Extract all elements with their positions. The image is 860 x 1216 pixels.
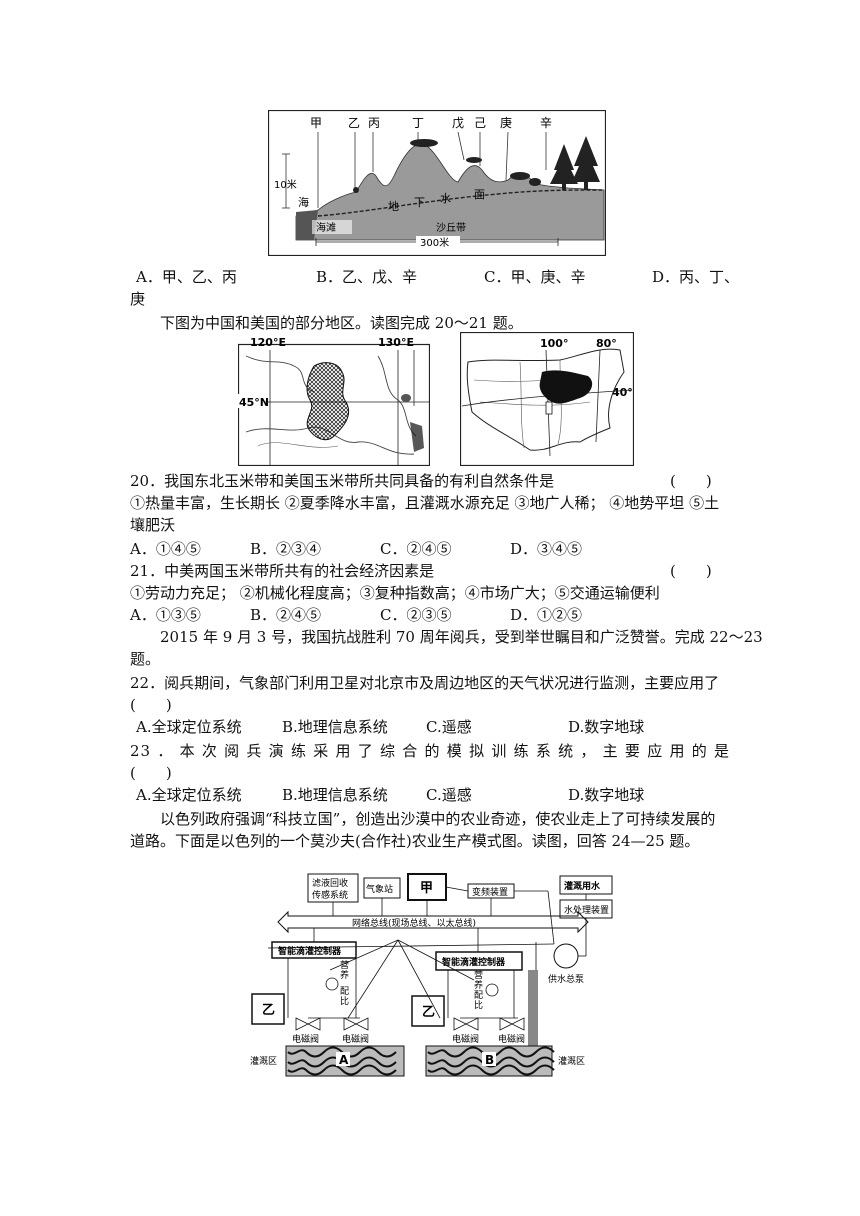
area-label-left: 灌溉区: [250, 1055, 277, 1067]
irrigation-water-label: 灌溉用水: [564, 880, 601, 892]
china-corn-belt-map: 120°E 130°E 45°N: [237, 336, 431, 467]
q20-choices-line: ①热量丰富，生长期长 ②夏季降水丰富，且灌溉水源充足 ③地广人稀； ④地势平坦 …: [130, 494, 720, 512]
q22-option-c: C.遥感: [426, 718, 472, 736]
gw-label-2: 下: [414, 196, 425, 209]
nutrient-right-4: 比: [474, 999, 483, 1011]
q23-option-b: B.地理信息系统: [282, 786, 388, 804]
controller-label-left: 智能滴灌控制器: [278, 945, 342, 957]
beach-label: 海滩: [316, 221, 336, 234]
water-treatment-label: 水处理装置: [564, 904, 609, 916]
label-xin: 辛: [540, 116, 552, 130]
china-lon-120: 120°E: [250, 336, 286, 349]
irrigation-system-diagram: 滤液回收 传感系统 气象站 甲 变频装置 灌溉用水 水处理装置 网络总线(现场总…: [248, 870, 622, 1084]
controller-label-right: 智能滴灌控制器: [442, 956, 506, 968]
q22-stem: 22．阅兵期间，气象部门利用卫星对北京市及周边地区的天气状况进行监测，主要应用了: [130, 674, 720, 692]
gw-label-3: 水: [440, 192, 451, 205]
inverter-label: 变频装置: [472, 886, 508, 898]
usa-lat-40: 40°: [612, 386, 633, 399]
valve-label-4: 电磁阀: [498, 1033, 525, 1045]
label-wu: 戊: [452, 116, 464, 130]
nutrient-right-3: 配: [474, 990, 483, 1001]
label-ji: 己: [474, 116, 486, 130]
recycle-label-2: 传感系统: [312, 889, 348, 901]
q19-option-a: A．甲、乙、丙: [136, 268, 237, 286]
q19-option-d: D．丙、丁、: [652, 268, 740, 286]
q21-option-d: D．①②⑤: [510, 606, 583, 624]
label-bing: 丙: [368, 116, 380, 130]
intro-24-25-line2: 道路。下面是以色列的一个莫沙夫(合作社)农业生产模式图。读图，回答 24—25 …: [130, 832, 700, 850]
usa-lon-80: 80°: [596, 337, 617, 350]
usa-corn-belt-map: 100° 80° 40°: [459, 331, 635, 467]
q19-option-b: B．乙、戊、辛: [316, 268, 418, 286]
q20-choices-wrap: 壤肥沃: [130, 516, 176, 534]
q19-option-c: C．甲、庚、辛: [484, 268, 586, 286]
q22-option-d: D.数字地球: [568, 718, 645, 736]
nutrient-left-1: 营: [340, 959, 349, 971]
distance-label: 300米: [420, 236, 449, 249]
label-geng: 庚: [500, 115, 512, 130]
valve-label-3: 电磁阀: [452, 1033, 479, 1045]
q23-option-a: A.全球定位系统: [136, 786, 242, 804]
q20-option-a: A．①④⑤: [130, 540, 201, 558]
q21-choices-line: ①劳动力充足； ②机械化程度高；③复种指数高；④市场广大；⑤交通运输便利: [130, 584, 660, 602]
intro-22-23-line1: 2015 年 9 月 3 号，我国抗战胜利 70 周年阅兵，受到举世瞩目和广泛赞…: [160, 628, 763, 646]
q20-option-b: B．②③④: [250, 540, 322, 558]
nutrient-right-1: 营: [474, 969, 483, 981]
q21-option-b: B．②④⑤: [250, 606, 322, 624]
q21-option-c: C．②③⑤: [380, 606, 452, 624]
sea-label: 海: [298, 195, 309, 209]
q22-option-b: B.地理信息系统: [282, 718, 388, 736]
intro-20-21: 下图为中国和美国的部分地区。读图完成 20～21 题。: [160, 314, 523, 332]
intro-22-23-line2: 题。: [130, 650, 161, 668]
nutrient-right-2: 养: [474, 979, 483, 991]
recycle-label-1: 滤液回收: [312, 877, 348, 889]
yi-label-right: 乙: [422, 1005, 435, 1020]
label-jia: 甲: [310, 116, 322, 130]
q21-stem: 21．中美两国玉米带所共有的社会经济因素是: [130, 562, 435, 580]
q22-option-a: A.全球定位系统: [136, 718, 242, 736]
q20-option-c: C．②④⑤: [380, 540, 452, 558]
nutrient-left-4: 比: [340, 995, 349, 1007]
valve-label-1: 电磁阀: [292, 1033, 319, 1045]
q23-option-d: D.数字地球: [568, 786, 645, 804]
pump-label: 供水总泵: [548, 973, 584, 985]
area-label-right: 灌溉区: [558, 1055, 585, 1067]
yi-label-left: 乙: [262, 1003, 275, 1018]
terrain-profile-figure: 甲 乙 丙 丁 戊 己 庚 辛 10米 海 地 下 水 面: [267, 109, 607, 257]
q19-option-d-wrap: 庚: [130, 290, 146, 308]
q21-option-a: A．①③⑤: [130, 606, 201, 624]
height-label: 10米: [274, 178, 297, 191]
q20-bracket: ( ): [670, 472, 712, 490]
label-yi: 乙: [348, 116, 360, 130]
zone-a-label: A: [339, 1053, 349, 1067]
zone-b-label: B: [485, 1053, 494, 1067]
jia-label: 甲: [420, 881, 433, 896]
china-lat-45: 45°N: [239, 396, 269, 409]
label-ding: 丁: [412, 116, 424, 130]
intro-24-25-line1: 以色列政府强调“科技立国”，创造出沙漠中的农业奇迹，使农业走上了可持续发展的: [160, 810, 716, 828]
q22-bracket: ( ): [130, 696, 172, 714]
q20-option-d: D．③④⑤: [510, 540, 583, 558]
valve-label-2: 电磁阀: [342, 1033, 369, 1045]
weather-station-label: 气象站: [366, 883, 393, 895]
q21-bracket: ( ): [670, 562, 712, 580]
q23-bracket: ( ): [130, 764, 172, 782]
nutrient-left-2: 养: [340, 969, 349, 981]
nutrient-left-3: 配: [340, 986, 349, 997]
network-bus-label: 网络总线(现场总线、以太总线): [352, 917, 476, 929]
q23-option-c: C.遥感: [426, 786, 472, 804]
q23-stem: 23．本次阅兵演练采用了综合的模拟训练系统，主要应用的是: [130, 742, 730, 760]
q20-stem: 20．我国东北玉米带和美国玉米带所共同具备的有利自然条件是: [130, 472, 555, 490]
china-lon-130: 130°E: [378, 336, 414, 349]
gw-label-1: 地: [388, 200, 399, 213]
gw-label-4: 面: [474, 188, 485, 201]
usa-lon-100: 100°: [540, 337, 568, 350]
dune-belt-label: 沙丘带: [436, 222, 466, 234]
